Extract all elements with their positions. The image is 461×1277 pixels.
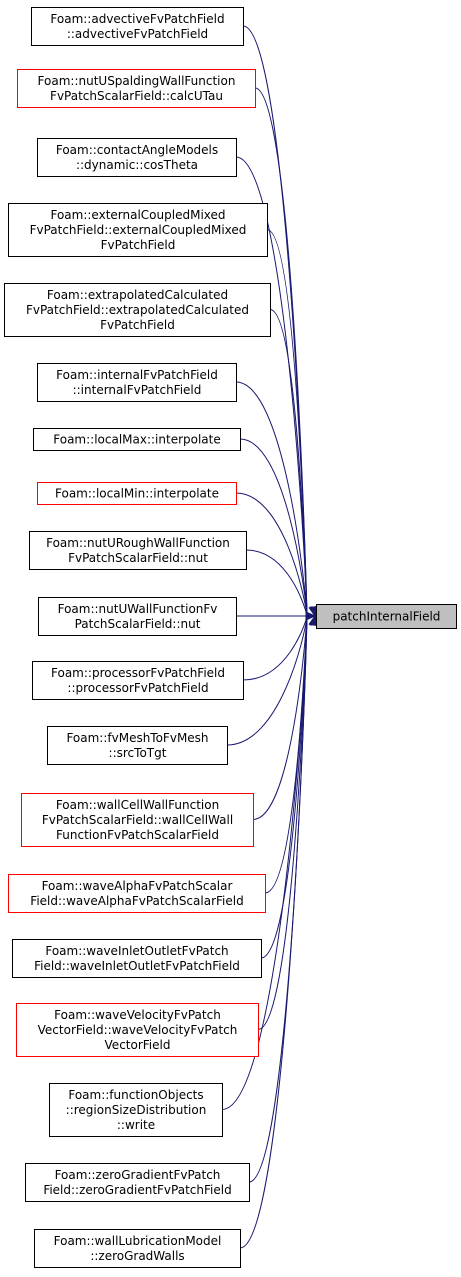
node-layer: Foam::advectiveFvPatchField::advectiveFv… (4, 7, 271, 1268)
caller-node[interactable]: Foam::waveVelocityFvPatchVectorField::wa… (16, 1003, 259, 1057)
caller-node-label: VectorField::waveVelocityFvPatch (38, 1023, 238, 1037)
caller-node-label: Field::waveInletOutletFvPatchField (34, 959, 240, 973)
caller-node-box (34, 1229, 241, 1268)
caller-node-label: FvPatchField::extrapolatedCalculated (26, 303, 249, 317)
caller-node-label: FvPatchField (100, 318, 175, 332)
caller-node[interactable]: Foam::nutUSpaldingWallFunctionFvPatchSca… (17, 69, 256, 108)
call-edge (235, 381, 308, 617)
caller-node-label: Foam::nutURoughWallFunction (46, 536, 230, 550)
caller-node-label: Foam::processorFvPatchField (51, 666, 225, 680)
caller-node[interactable]: Foam::waveInletOutletFvPatchField::waveI… (12, 939, 262, 978)
caller-node[interactable]: Foam::nutUWallFunctionFvPatchScalarField… (38, 597, 237, 636)
caller-node-label: Field::waveAlphaFvPatchScalarField (30, 894, 243, 908)
caller-node-label: ::regionSizeDistribution (66, 1103, 207, 1117)
caller-node-box (8, 203, 268, 257)
caller-node-label: Field::zeroGradientFvPatchField (43, 1183, 231, 1197)
caller-node-label: ::advectiveFvPatchField (67, 27, 208, 41)
caller-node-box (25, 1163, 250, 1202)
caller-node[interactable]: Foam::waveAlphaFvPatchScalarField::waveA… (8, 874, 266, 913)
caller-node-label: Foam::wallCellWallFunction (56, 798, 219, 812)
caller-node[interactable]: Foam::extrapolatedCalculatedFvPatchField… (4, 283, 271, 337)
caller-node[interactable]: Foam::localMin::interpolate (37, 482, 237, 505)
caller-node-label: Foam::localMax::interpolate (53, 433, 221, 447)
caller-node-box (38, 597, 237, 636)
caller-node-label: ::srcToTgt (109, 746, 167, 760)
call-edge (254, 87, 308, 617)
caller-node-box (31, 7, 244, 46)
caller-node-label: Foam::advectiveFvPatchField (50, 12, 224, 26)
caller-node[interactable]: Foam::internalFvPatchField::internalFvPa… (37, 363, 237, 402)
call-edge (242, 615, 308, 681)
caller-node-label: Foam::waveAlphaFvPatchScalar (42, 879, 233, 893)
call-edge (226, 615, 308, 746)
caller-node-label: FvPatchScalarField::calcUTau (50, 89, 223, 103)
caller-node-label: Foam::contactAngleModels (56, 143, 218, 157)
caller-node[interactable]: Foam::externalCoupledMixedFvPatchField::… (8, 203, 268, 257)
caller-node-label: FvPatchField::externalCoupledMixed (30, 223, 247, 237)
call-edge (221, 615, 308, 1110)
caller-node-label: PatchScalarField::nut (75, 617, 201, 631)
target-node-box (316, 604, 457, 629)
call-edge (239, 615, 308, 1249)
caller-node-label: Foam::extrapolatedCalculated (47, 288, 228, 302)
caller-node[interactable]: Foam::contactAngleModels::dynamic::cosTh… (37, 138, 237, 177)
caller-node-box (47, 726, 228, 765)
caller-node-box (49, 1083, 223, 1137)
caller-node-box (12, 939, 262, 978)
caller-node-box (21, 793, 254, 847)
caller-node-box (4, 283, 271, 337)
caller-node-box (37, 138, 237, 177)
target-node[interactable]: patchInternalField (316, 604, 457, 629)
caller-node-box (29, 531, 247, 570)
caller-node-label: Foam::externalCoupledMixed (50, 208, 225, 222)
caller-node-label: ::dynamic::cosTheta (76, 158, 198, 172)
caller-node-label: Foam::waveInletOutletFvPatch (45, 944, 228, 958)
caller-node[interactable]: Foam::localMax::interpolate (33, 428, 241, 451)
caller-node-box (33, 428, 241, 451)
caller-node[interactable]: Foam::processorFvPatchField::processorFv… (32, 661, 244, 700)
caller-node[interactable]: Foam::wallLubricationModel::zeroGradWall… (34, 1229, 241, 1268)
caller-node[interactable]: Foam::nutURoughWallFunctionFvPatchScalar… (29, 531, 247, 570)
caller-node[interactable]: Foam::advectiveFvPatchField::advectiveFv… (31, 7, 244, 46)
call-edge (252, 615, 308, 820)
caller-node[interactable]: Foam::fvMeshToFvMesh::srcToTgt (47, 726, 228, 765)
caller-node-box (32, 661, 244, 700)
caller-node-label: ::processorFvPatchField (67, 681, 208, 695)
caller-node-label: ::write (117, 1118, 155, 1132)
caller-node-label: Foam::internalFvPatchField (56, 368, 218, 382)
call-edge (257, 615, 308, 1030)
caller-node-box (8, 874, 266, 913)
caller-node-label: Foam::functionObjects (68, 1088, 203, 1102)
caller-node-label: Foam::nutUWallFunctionFv (58, 602, 218, 616)
call-edge (269, 309, 308, 617)
caller-node-box (17, 69, 256, 108)
caller-node-box (16, 1003, 259, 1057)
call-edge (235, 492, 308, 617)
caller-node-label: Foam::zeroGradientFvPatch (55, 1168, 221, 1182)
caller-node-label: FvPatchScalarField::wallCellWall (42, 813, 233, 827)
caller-node-label: Foam::nutUSpaldingWallFunction (38, 74, 236, 88)
call-edge (239, 438, 308, 617)
target-node-label: patchInternalField (333, 610, 441, 624)
caller-node-label: Foam::fvMeshToFvMesh (66, 731, 208, 745)
caller-node[interactable]: Foam::zeroGradientFvPatchField::zeroGrad… (25, 1163, 250, 1202)
caller-node-label: Foam::wallLubricationModel (54, 1234, 222, 1248)
caller-node-label: Foam::localMin::interpolate (55, 487, 219, 501)
caller-node-label: ::zeroGradWalls (90, 1249, 184, 1263)
arrowhead (305, 611, 317, 621)
caller-node-label: Foam::waveVelocityFvPatch (54, 1008, 221, 1022)
caller-node-label: VectorField (105, 1038, 171, 1052)
caller-node-label: FvPatchScalarField::nut (68, 551, 208, 565)
caller-node[interactable]: Foam::functionObjects::regionSizeDistrib… (49, 1083, 223, 1137)
caller-node-box (37, 363, 237, 402)
caller-node-box (37, 482, 237, 505)
call-edge (245, 549, 308, 617)
caller-node-label: FvPatchField (101, 238, 176, 252)
caller-node-label: ::internalFvPatchField (73, 383, 202, 397)
caller-node-label: FunctionFvPatchScalarField (56, 828, 219, 842)
caller-node[interactable]: Foam::wallCellWallFunctionFvPatchScalarF… (21, 793, 254, 847)
